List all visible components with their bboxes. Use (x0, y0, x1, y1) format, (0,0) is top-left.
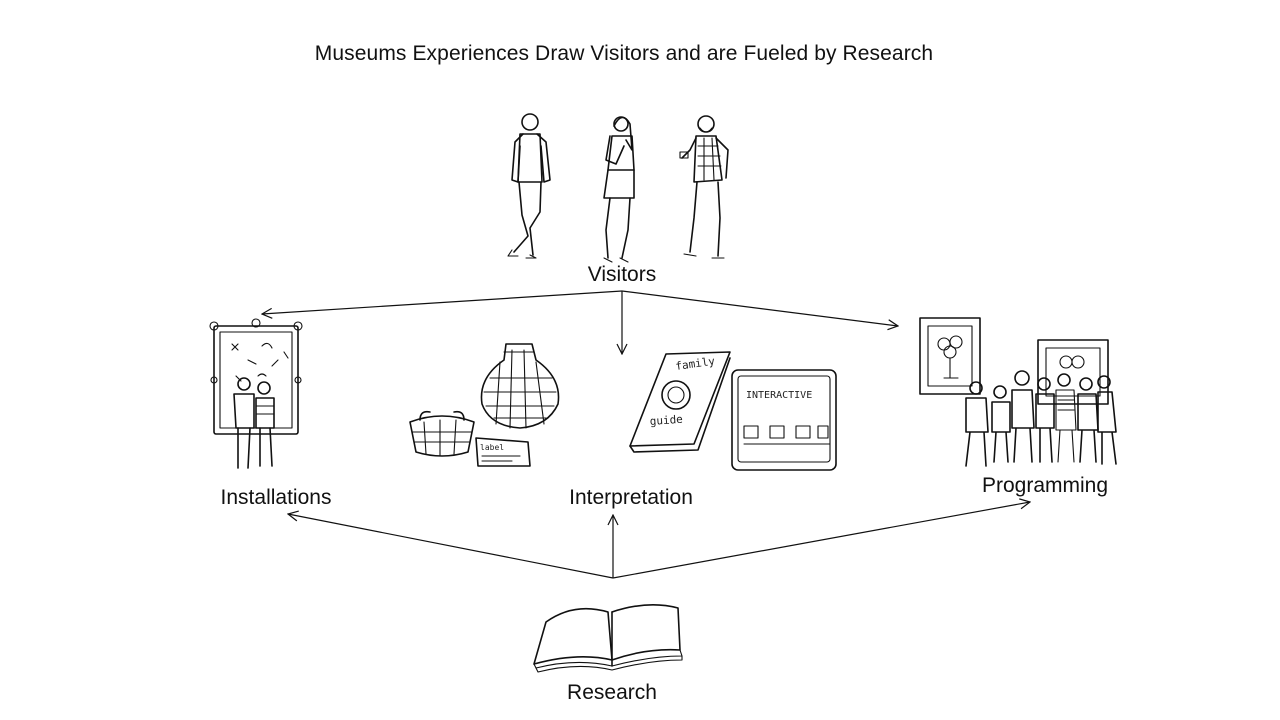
installations-illustration (209, 318, 303, 469)
arrow-visitors-to-installations (262, 290, 623, 314)
interactive-screen: INTERACTIVE (731, 369, 837, 471)
node-label-installations: Installations (220, 486, 332, 509)
visitor-person-2 (603, 116, 635, 263)
interpretation-illustration: label family guide INTERACTIVE (409, 343, 837, 471)
arrow-research-to-installations (288, 514, 614, 579)
visitor-person-3 (679, 115, 729, 259)
arrow-research-to-programming (612, 502, 1030, 579)
research-illustration (533, 604, 683, 673)
small-basket (409, 410, 475, 457)
programming-crowd (965, 370, 1117, 467)
slide-title: Museums Experiences Draw Visitors and ar… (314, 42, 934, 65)
node-label-interpretation: Interpretation (569, 486, 693, 509)
label-card-text: label (480, 443, 504, 452)
node-label-visitors: Visitors (587, 263, 657, 286)
visitors-arrows (262, 290, 898, 354)
family-guide-title: family (675, 355, 717, 373)
research-arrows (288, 502, 1030, 579)
large-basket (480, 343, 560, 429)
label-card: label (475, 437, 531, 467)
node-label-research: Research (567, 681, 657, 704)
visitors-illustration (507, 113, 729, 263)
programming-illustration (919, 317, 1117, 467)
arrow-visitors-to-programming (621, 290, 898, 326)
family-guide-booklet: family guide (629, 351, 731, 453)
interactive-screen-text: INTERACTIVE (746, 390, 812, 401)
family-guide-subtitle: guide (649, 413, 683, 428)
visitor-person-1 (507, 113, 551, 259)
node-label-programming: Programming (981, 474, 1109, 497)
